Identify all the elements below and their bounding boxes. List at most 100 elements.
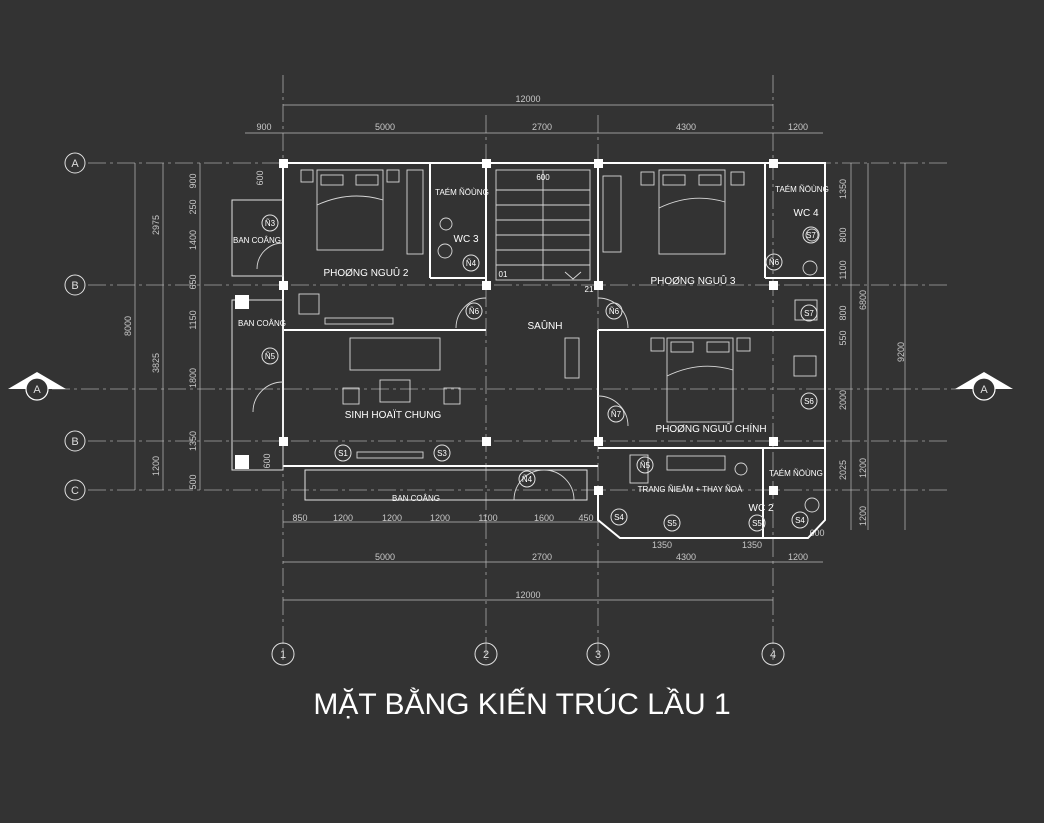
wardrobes — [406, 169, 726, 484]
tag: Ñ4 — [518, 470, 536, 488]
svg-text:1400: 1400 — [188, 230, 198, 250]
tag: S3 — [433, 444, 451, 462]
sanitary-fixtures — [437, 217, 820, 513]
axis-label: B — [71, 280, 78, 292]
svg-text:600: 600 — [255, 170, 265, 185]
axis-bubble-B2: B — [64, 430, 86, 452]
room-label-dressing: TRANG ÑIEÅM + THAY ÑOÀ — [638, 485, 743, 494]
axis-label: B — [71, 436, 78, 448]
tag: Ñ6 — [605, 302, 623, 320]
dim-total-bottom: 12000 — [515, 590, 540, 600]
svg-text:3825: 3825 — [151, 353, 161, 373]
svg-text:900: 900 — [188, 173, 198, 188]
svg-text:S7: S7 — [806, 231, 816, 240]
tag: S6 — [800, 392, 818, 410]
svg-text:900: 900 — [256, 122, 271, 132]
svg-text:S4: S4 — [795, 516, 805, 525]
section-marker-right: A — [955, 372, 1013, 401]
tag: Ñ5 — [261, 347, 279, 365]
axis-bubble-4: 4 — [761, 642, 785, 666]
axis-label: 4 — [770, 649, 776, 661]
tag: Ñ4 — [462, 254, 480, 272]
room-label-balcony-bottom: BAN COÂNG — [392, 494, 440, 503]
tag: S1 — [334, 444, 352, 462]
axis-bubble-C: C — [64, 479, 86, 501]
svg-text:850: 850 — [292, 513, 307, 523]
svg-text:2700: 2700 — [532, 122, 552, 132]
svg-text:A: A — [33, 384, 41, 396]
svg-text:5000: 5000 — [375, 122, 395, 132]
top-dimensions: 12000 900 5000 2700 4300 1200 — [245, 94, 823, 134]
axis-bubble-1: 1 — [271, 642, 295, 666]
svg-text:Ñ6: Ñ6 — [469, 307, 480, 316]
svg-text:550: 550 — [838, 330, 848, 345]
svg-text:1350: 1350 — [188, 431, 198, 451]
svg-text:S7: S7 — [804, 309, 814, 318]
svg-text:S6: S6 — [804, 397, 814, 406]
living-furniture — [298, 293, 580, 459]
tag: S5 — [663, 514, 681, 532]
axis-label: A — [71, 158, 79, 170]
section-marker-left: A — [8, 372, 66, 401]
room-label-bath-3: TAÉM ÑÖÙNG — [769, 469, 823, 478]
dim-total-top: 12000 — [515, 94, 540, 104]
svg-text:Ñ4: Ñ4 — [466, 259, 477, 268]
axis-label: C — [71, 485, 79, 497]
room-label-master: PHOØNG NGUÛ CHÍNH — [655, 422, 766, 435]
svg-text:2975: 2975 — [151, 215, 161, 235]
room-label-bed2: PHOØNG NGUÛ 2 — [323, 266, 408, 279]
svg-text:800: 800 — [838, 305, 848, 320]
svg-text:1800: 1800 — [188, 368, 198, 388]
tag: S4 — [791, 511, 809, 529]
svg-text:4300: 4300 — [676, 552, 696, 562]
room-label-hall: SAÛNH — [527, 319, 562, 332]
room-label-bath-1: TAÉM ÑÖÙNG — [435, 188, 489, 197]
svg-text:450: 450 — [578, 513, 593, 523]
svg-text:600: 600 — [809, 528, 824, 538]
room-label-living: SINH HOAÏT CHUNG — [345, 409, 442, 421]
svg-text:S4: S4 — [614, 513, 624, 522]
left-dimensions: 2975 3825 1200 8000 900 250 1400 650 115… — [123, 163, 272, 490]
svg-text:1350: 1350 — [838, 179, 848, 199]
svg-text:600: 600 — [262, 453, 272, 468]
svg-text:1200: 1200 — [430, 513, 450, 523]
svg-text:6800: 6800 — [858, 290, 868, 310]
svg-text:1200: 1200 — [858, 458, 868, 478]
room-label-wc2: WC 2 — [749, 503, 774, 514]
svg-text:S1: S1 — [338, 449, 348, 458]
svg-text:1200: 1200 — [382, 513, 402, 523]
axis-label: 2 — [483, 649, 489, 661]
svg-text:Ñ3: Ñ3 — [265, 219, 276, 228]
tag: Ñ6 — [765, 253, 783, 271]
svg-text:1200: 1200 — [333, 513, 353, 523]
room-label-bath-2: TAÉM ÑÖÙNG — [775, 185, 829, 194]
svg-text:2000: 2000 — [838, 390, 848, 410]
tag: Ñ6 — [465, 302, 483, 320]
svg-text:1200: 1200 — [788, 552, 808, 562]
svg-text:2700: 2700 — [532, 552, 552, 562]
svg-text:S3: S3 — [437, 449, 447, 458]
svg-text:Ñ5: Ñ5 — [265, 352, 276, 361]
axis-label: 3 — [595, 649, 601, 661]
svg-text:1100: 1100 — [478, 513, 497, 523]
svg-text:500: 500 — [188, 474, 198, 489]
svg-text:8000: 8000 — [123, 316, 133, 336]
room-label-wc3: WC 3 — [454, 234, 479, 245]
tag: S7 — [800, 304, 818, 322]
tag: Ñ3 — [261, 214, 279, 232]
svg-text:1200: 1200 — [858, 506, 868, 526]
room-label-balcony-2: BAN COÂNG — [238, 319, 286, 328]
stair-label-600: 600 — [536, 173, 550, 182]
svg-text:S5: S5 — [667, 519, 677, 528]
tag: Ñ5 — [636, 456, 654, 474]
svg-text:Ñ6: Ñ6 — [769, 258, 780, 267]
axis-bubbles: A B B C 1 2 3 4 — [64, 152, 785, 666]
tags: Ñ3 Ñ4 Ñ5 Ñ6 Ñ6 Ñ7 Ñ4 Ñ5 Ñ6 S7 S1 S3 S4 S… — [261, 214, 820, 532]
bed-room2 — [300, 169, 400, 251]
tag: S5 — [748, 514, 766, 532]
svg-text:9200: 9200 — [896, 342, 906, 362]
svg-text:Ñ7: Ñ7 — [611, 410, 622, 419]
room-label-bed3: PHOØNG NGUÛ 3 — [650, 274, 735, 287]
bed-room3 — [640, 169, 745, 255]
